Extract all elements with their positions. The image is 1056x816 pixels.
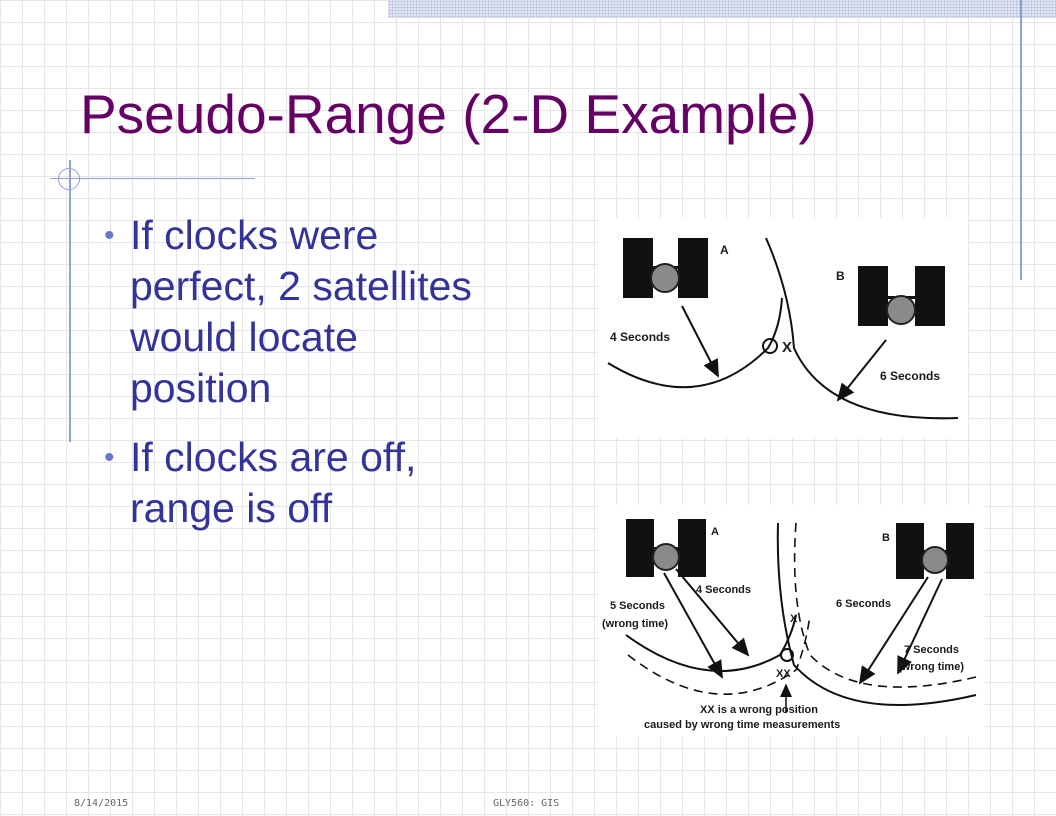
footer-date: 8/14/2015 (74, 798, 129, 809)
wrong-range-b-note: (wrong time) (898, 661, 964, 673)
true-range-a-label: 4 Seconds (696, 584, 751, 596)
true-range-b-label: 6 Seconds (836, 598, 891, 610)
satellite-a-label: A (720, 243, 729, 257)
wrong-range-a-label: 5 Seconds (610, 600, 665, 612)
wrong-range-arc-b (793, 522, 977, 688)
wrong-range-b-label: 7 Seconds (904, 644, 959, 656)
true-position-label: X (790, 613, 798, 625)
position-label: X (782, 339, 792, 356)
range-a-label: 4 Seconds (610, 330, 670, 344)
wrong-range-arrow-b (897, 578, 943, 675)
range-arrow-b (836, 339, 887, 402)
title-rule (50, 178, 255, 179)
true-range-arrow-a (675, 568, 750, 657)
slide-title: Pseudo-Range (2-D Example) (80, 83, 817, 145)
bullet-icon: • (104, 441, 115, 474)
satellite-b-icon (858, 266, 945, 326)
perfect-clock-diagram: A B 4 Seconds 6 Seconds X (598, 218, 968, 438)
caption-line-1: XX is a wrong position (700, 704, 818, 716)
satellite-a-icon (623, 238, 708, 298)
bullet-text: If clocks were perfect, 2 satellites wou… (130, 212, 472, 411)
bullet-list: • If clocks were perfect, 2 satellites w… (104, 210, 504, 534)
satellite-a-label: A (711, 526, 719, 538)
wrong-range-a-note: (wrong time) (602, 618, 668, 630)
range-arrow-a (681, 305, 719, 378)
rule-ring (58, 168, 80, 190)
footer-course: GLY560: GIS (493, 798, 560, 809)
bullet-text: If clocks are off, range is off (130, 434, 417, 531)
left-rule (69, 160, 71, 442)
bullet-item: • If clocks were perfect, 2 satellites w… (104, 210, 504, 414)
caption-line-2: caused by wrong time measurements (644, 719, 840, 731)
bullet-item: • If clocks are off, range is off (104, 432, 504, 534)
wrong-position-label: XX (776, 668, 791, 680)
clock-error-diagram: A B 4 Seconds 5 Seconds (wrong time) 6 S… (598, 505, 984, 737)
true-range-arc-a (625, 614, 797, 672)
bullet-icon: • (104, 219, 115, 252)
true-range-arrow-b (858, 576, 929, 685)
position-marker (762, 338, 778, 354)
range-b-label: 6 Seconds (880, 369, 940, 383)
satellite-a-icon (626, 519, 706, 577)
satellite-b-icon (896, 523, 974, 579)
wrong-range-arc-a (627, 614, 811, 695)
wrong-range-arrow-a (663, 572, 723, 679)
satellite-b-label: B (836, 269, 845, 283)
right-rule (1020, 0, 1022, 280)
header-band (388, 0, 1056, 18)
true-range-arc-b (776, 522, 977, 706)
satellite-b-label: B (882, 532, 890, 544)
range-arc-a (607, 297, 783, 389)
range-arc-b (765, 237, 959, 420)
wrong-position-marker (780, 648, 794, 662)
